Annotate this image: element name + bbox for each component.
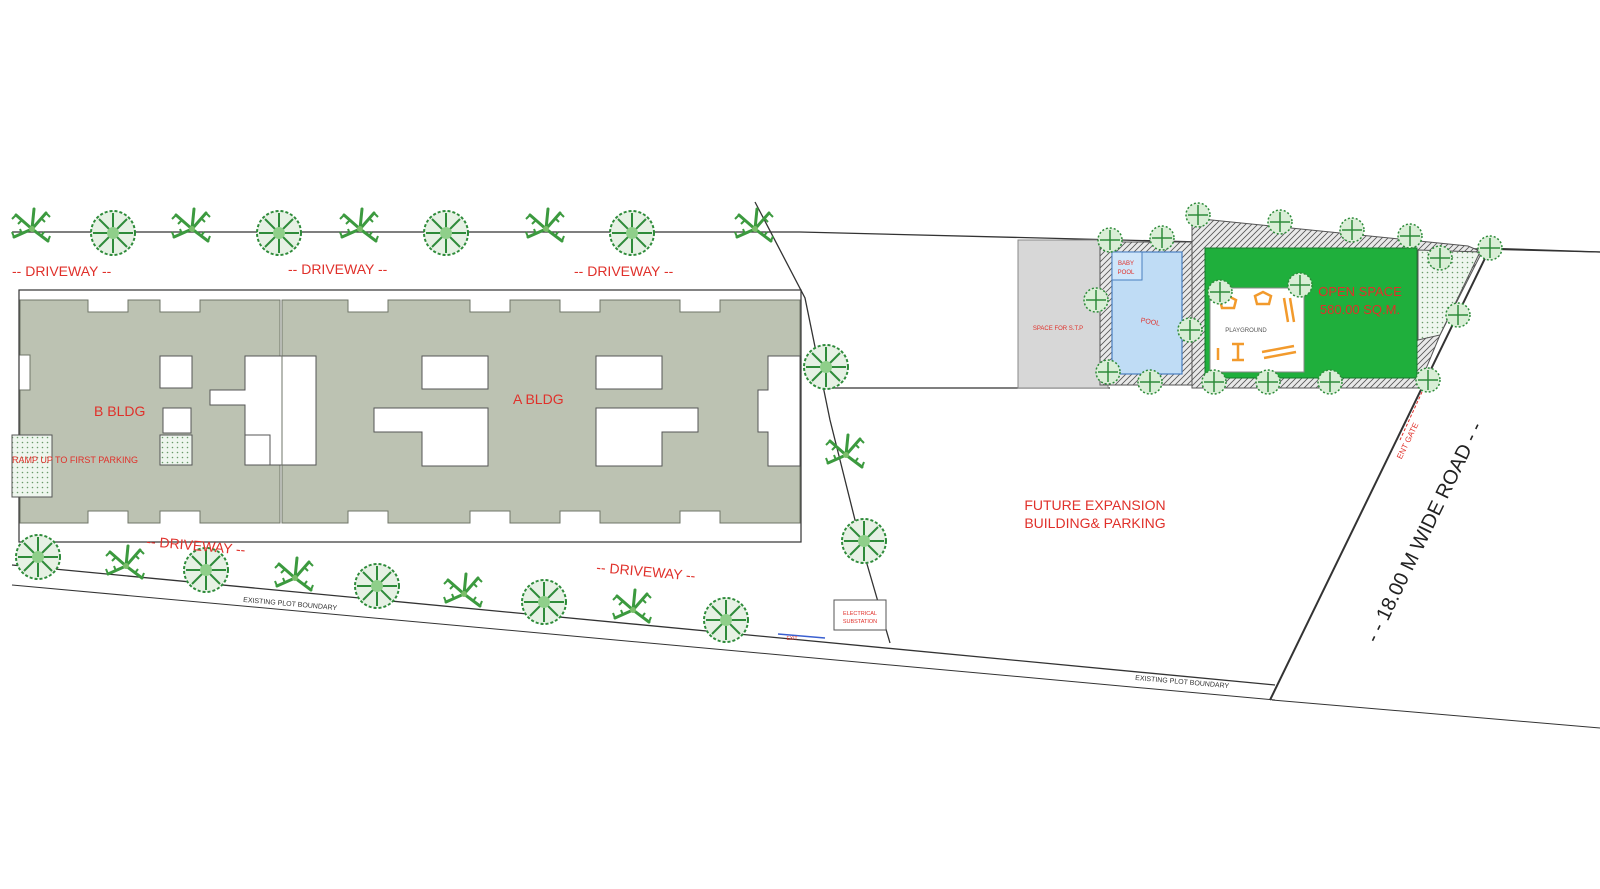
tree-icon bbox=[1095, 359, 1121, 385]
tree-icon bbox=[611, 588, 653, 624]
electrical-substation bbox=[833, 599, 887, 631]
ramp-label: RAMP UP TO FIRST PARKING bbox=[12, 455, 138, 465]
tree-icon bbox=[273, 556, 315, 592]
tree-icon bbox=[15, 534, 61, 580]
tree-icon bbox=[1415, 367, 1441, 393]
tree-icon bbox=[1137, 369, 1163, 395]
driveway-label: -- DRIVEWAY -- bbox=[12, 263, 112, 279]
tree-icon bbox=[170, 207, 212, 243]
tree-icon bbox=[256, 210, 302, 256]
tree-icon bbox=[423, 210, 469, 256]
tree-icon bbox=[1255, 369, 1281, 395]
tree-icon bbox=[1445, 302, 1471, 328]
tree-icon bbox=[1397, 223, 1423, 249]
tree-icon bbox=[1149, 225, 1175, 251]
pool-label: POOL bbox=[1140, 317, 1160, 327]
tree-icon bbox=[104, 544, 146, 580]
exit-marker bbox=[777, 633, 826, 639]
exit-label: EXIT bbox=[786, 636, 797, 642]
driveway-label: -- DRIVEWAY -- bbox=[596, 559, 697, 584]
trees-bottom-row bbox=[15, 534, 749, 643]
open-space-label: OPEN SPACE bbox=[1318, 284, 1402, 299]
plot-boundary-label: EXISTING PLOT BOUNDARY bbox=[1135, 675, 1230, 690]
tree-icon bbox=[824, 433, 866, 469]
stp-label: SPACE FOR S.T.P bbox=[1033, 326, 1083, 332]
entry-gate-label: ENT GATE bbox=[1395, 421, 1420, 460]
entry-gate-marker bbox=[1399, 391, 1423, 441]
tree-icon bbox=[1477, 235, 1503, 261]
tree-icon bbox=[90, 210, 136, 256]
driveway-label: -- DRIVEWAY -- bbox=[288, 261, 388, 277]
stp-area bbox=[1017, 239, 1109, 389]
playground-label: PLAYGROUND bbox=[1225, 328, 1267, 334]
substation-label: SUBSTATION bbox=[843, 619, 877, 625]
tree-icon bbox=[1207, 279, 1233, 305]
future-expansion-label: FUTURE EXPANSION bbox=[1024, 497, 1165, 513]
tree-icon bbox=[521, 579, 567, 625]
tree-icon bbox=[803, 344, 849, 390]
tree-icon bbox=[524, 207, 566, 243]
tree-icon bbox=[1287, 272, 1313, 298]
tree-icon bbox=[841, 518, 887, 564]
tree-icon bbox=[1267, 209, 1293, 235]
future-expansion-label: BUILDING& PARKING bbox=[1024, 515, 1165, 531]
tree-icon bbox=[338, 207, 380, 243]
baby-pool bbox=[1111, 251, 1143, 281]
baby-pool-label: BABY bbox=[1118, 261, 1134, 267]
tree-icon bbox=[1427, 245, 1453, 271]
road-label: - - 18.00 M WIDE ROAD - - bbox=[1362, 419, 1488, 646]
tree-icon bbox=[1083, 287, 1109, 313]
substation-label: ELECTRICAL bbox=[843, 611, 877, 617]
site-outline bbox=[18, 289, 802, 543]
tree-icon bbox=[1317, 369, 1343, 395]
tree-icon bbox=[1201, 369, 1227, 395]
driveway-label: -- DRIVEWAY -- bbox=[574, 263, 674, 279]
tree-icon bbox=[1185, 202, 1211, 228]
tree-icon bbox=[1339, 217, 1365, 243]
tree-icon bbox=[442, 572, 484, 608]
b-bldg-label: B BLDG bbox=[94, 403, 145, 419]
a-building bbox=[209, 299, 801, 524]
a-bldg-label: A BLDG bbox=[513, 391, 564, 407]
tree-icon bbox=[1097, 227, 1123, 253]
trees-slope bbox=[803, 344, 887, 564]
b-building bbox=[19, 299, 281, 524]
tree-icon bbox=[609, 210, 655, 256]
ramp-area bbox=[11, 434, 53, 498]
baby-pool-label: POOL bbox=[1118, 270, 1135, 276]
open-space-area: 580.00 SQ.M. bbox=[1320, 302, 1400, 317]
tree-icon bbox=[1177, 317, 1203, 343]
tree-icon bbox=[354, 563, 400, 609]
landscape-corner bbox=[1417, 249, 1481, 341]
play-equipment bbox=[1216, 290, 1297, 362]
tree-icon bbox=[10, 207, 52, 243]
tree-icon bbox=[703, 597, 749, 643]
